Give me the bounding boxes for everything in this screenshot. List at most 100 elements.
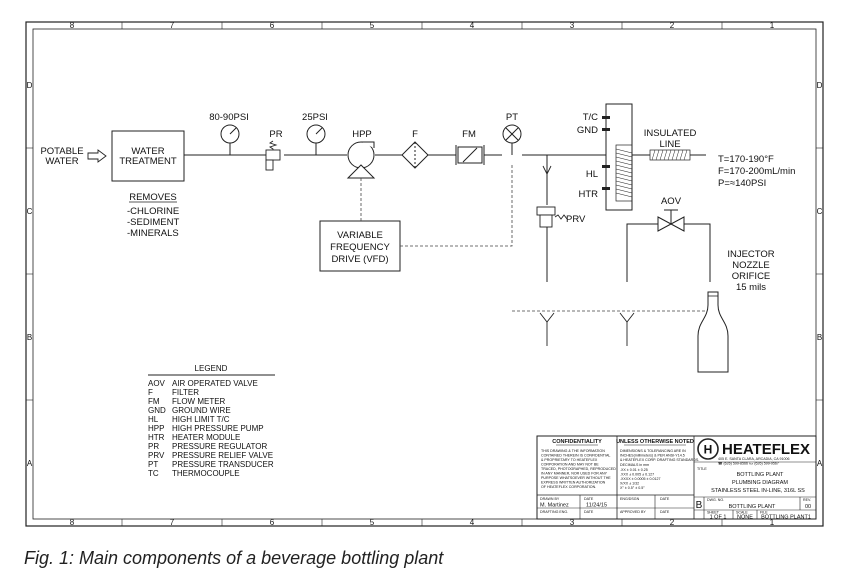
drawn-by-label: DRAWN BY: [540, 497, 560, 501]
legend-desc-8: PRESSURE RELIEF VALVE: [172, 451, 273, 460]
zone-left-A: A: [27, 459, 33, 468]
tolerance-line: DECIMALS in mm: [620, 463, 649, 467]
dwg-no-value: BOTTLING PLANT: [729, 504, 776, 510]
drafting-date-label: DATE: [584, 510, 594, 514]
eng-date-label: DATE: [660, 497, 670, 501]
tolerance-line: & HEATEFLEX CORP. DRAFTING STANDARDS.: [620, 458, 699, 462]
zone-top-5: 5: [370, 21, 375, 30]
heateflex-logo-icon: [697, 438, 719, 460]
zone-top-7: 7: [170, 21, 175, 30]
removes-item-minerals: -MINERALS: [127, 228, 179, 239]
legend-abbr-10: TC: [148, 469, 159, 478]
dwg-no-label: DWG. NO.: [707, 498, 724, 502]
company-phone: ☎ (626) 599-8566 ℻ (626) 599-9567: [718, 462, 779, 466]
zone-right-D: D: [817, 81, 823, 90]
zone-bottom-5: 5: [370, 518, 375, 527]
eng-label: ENG/DSGN: [620, 497, 640, 501]
heateflex-logo-letter: H: [704, 443, 713, 457]
aov-pipe: [626, 223, 711, 282]
legend-desc-9: PRESSURE TRANSDUCER: [172, 460, 274, 469]
potable-water-label-2: WATER: [45, 156, 78, 167]
injector-label-1: INJECTOR: [727, 249, 774, 260]
aov-label: AOV: [661, 196, 682, 207]
spec-temperature: T=170-190°F: [718, 154, 774, 165]
tolerance-line: .XXX ± 0.005 ± 0.127: [620, 473, 654, 477]
title-line-3: STAINLESS STEEL IN-LINE, 316L SS: [711, 488, 805, 494]
fm-label: FM: [462, 129, 476, 140]
approved-label: APPROVED BY: [620, 510, 646, 514]
tolerance-line: INCHES(millimeters) & PER ANSI-Y14.5: [620, 454, 685, 458]
zone-bottom-2: 2: [670, 518, 675, 527]
scale-label: SCALE: [736, 511, 748, 515]
confidentiality-line: THIS DRAWING & THE INFORMATION: [541, 449, 605, 453]
confidentiality-line: OF HEATEFLEX CORPORATION.: [541, 485, 596, 489]
legend-abbr-3: GND: [148, 406, 166, 415]
zone-top-6: 6: [270, 21, 275, 30]
spec-pressure: P=≈140PSI: [718, 178, 766, 189]
tolerance-line: X/XX ± 1/32: [620, 482, 639, 486]
confidentiality-line: & PROPRIETARY TO HEATEFLEX: [541, 458, 598, 462]
legend-abbr-9: PT: [148, 460, 158, 469]
zone-left-D: D: [27, 81, 33, 90]
filter-label: F: [412, 129, 418, 140]
water-treatment-label-1: WATER: [131, 146, 164, 157]
pressure-regulator-icon: [265, 140, 281, 171]
zone-top-4: 4: [470, 21, 475, 30]
legend-desc-4: HIGH LIMIT T/C: [172, 415, 230, 424]
confidentiality-line: TRACED, PHOTOGRAPHED, REPRODUCED: [541, 467, 616, 471]
pressure-gauge-2-icon: [306, 124, 326, 155]
water-treatment-box: [111, 130, 185, 182]
zone-bottom-3: 3: [570, 518, 575, 527]
tolerance-heading: UNLESS OTHERWISE NOTED: [616, 439, 694, 445]
drafting-label: DRAFTING ENG.: [540, 510, 568, 514]
zone-right-A: A: [817, 459, 823, 468]
approved-date-label: DATE: [660, 510, 670, 514]
removes-title: REMOVES: [129, 192, 177, 203]
removes-item-sediment: -SEDIMENT: [127, 217, 179, 228]
pressure-relief-valve-icon: [536, 206, 568, 228]
confidentiality-heading: CONFIDENTIALITY: [552, 439, 602, 445]
tolerance-line: X° ± 0.5° ± 0.5°: [620, 486, 645, 490]
title-block: [536, 435, 817, 520]
pressure-transducer-icon: [502, 124, 522, 155]
legend-title: LEGEND: [195, 364, 228, 373]
title-line-1: BOTTLING PLANT: [737, 472, 784, 478]
confidentiality-line: PURPOSE WHATSOEVER WITHOUT THE: [541, 476, 611, 480]
insulated-line-label-1: INSULATED: [644, 128, 697, 139]
legend-abbr-4: HL: [148, 415, 159, 424]
injector-label-4: 15 mils: [736, 282, 766, 293]
legend-desc-1: FILTER: [172, 388, 199, 397]
vfd-label-1: VARIABLE: [337, 230, 383, 241]
company-name: HEATEFLEX: [722, 441, 810, 458]
filter-icon: [401, 141, 429, 169]
legend-desc-6: HEATER MODULE: [172, 433, 240, 442]
vfd-label-3: DRIVE (VFD): [332, 254, 389, 265]
pr-label: PR: [269, 129, 282, 140]
drawn-date-value: 11/24/15: [586, 503, 607, 509]
zone-markers-bottom: 8 7 6 5 4 3 2 1: [70, 518, 775, 527]
tolerance-line: DIMENSIONS & TOLERANCING ARE IN: [620, 449, 686, 453]
bottle-icon: [697, 291, 729, 373]
tolerance-line: .XXXX ± 0.0005 ± 0.0127: [620, 477, 661, 481]
insulated-line-label-2: LINE: [659, 139, 680, 150]
zone-right-C: C: [817, 207, 823, 216]
htr-label: HTR: [578, 189, 598, 200]
tolerance-text: DIMENSIONS & TOLERANCING ARE IN INCHES(m…: [620, 449, 699, 490]
confidentiality-line: IN ANY MANNER, NOR USED FOR ANY: [541, 472, 608, 476]
zone-bottom-4: 4: [470, 518, 475, 527]
confidentiality-text: THIS DRAWING & THE INFORMATION CONTAINED…: [541, 449, 616, 489]
company-address: 405 E. SANTA CLARA, ARCADIA, CA 91006: [718, 457, 789, 461]
confidentiality-line: CONTAINED THEREIN IS CONFIDENTIAL: [541, 454, 610, 458]
vfd-box: [319, 220, 401, 272]
tolerance-line: .XX ± 0.01 ± 0.25: [620, 468, 648, 472]
title-label: TITLE: [697, 467, 707, 471]
title-line-2: PLUMBING DIAGRAM: [732, 480, 788, 486]
file-label: FILE: [760, 511, 768, 515]
removes-item-chlorine: -CHLORINE: [127, 206, 179, 217]
legend-abbr-6: HTR: [148, 433, 165, 442]
zone-left-B: B: [27, 333, 32, 342]
injector-nozzle-1-icon: [539, 312, 555, 346]
confidentiality-line: CORPORATION AND MAY NOT BE: [541, 463, 599, 467]
insulation-hatch: [651, 149, 688, 161]
